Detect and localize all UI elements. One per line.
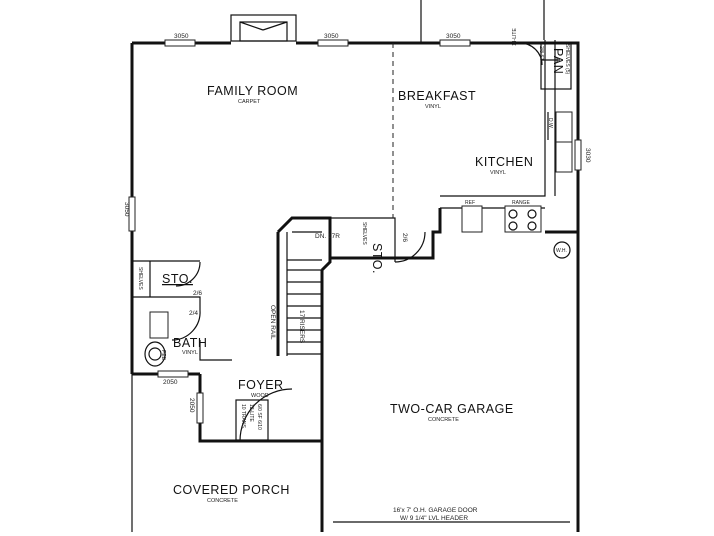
bath-label: BATH [173,336,207,350]
foyer-label: FOYER [238,378,284,392]
doors [171,42,543,442]
windows [128,39,582,424]
family-room-material: CARPET [238,99,261,105]
bath-material: VINYL [182,350,198,356]
pantry-label: PAN [551,48,565,74]
dim-label-28: 2/8 ST [538,46,544,61]
window-label-top-2: 3050 [324,33,339,40]
risers-label: 17 RISERS [298,310,305,344]
door-label-foyer: 2050 [188,398,195,413]
door-label-2: 12-LITE [248,404,254,422]
interior-walls [132,40,573,361]
exterior-walls [130,0,580,532]
window-label-top-3: 3050 [446,33,461,40]
shelves-label-sto-1: SHELVES [137,267,143,290]
ref-label: REF [465,200,475,206]
window-label-top-1: 3050 [174,33,189,40]
door-label-bath: 2/4 [189,310,198,317]
family-room-label: FAMILY ROOM [207,84,298,98]
sink-label: PED [160,350,166,361]
door-label-3: 6/0 SF 6/10 [256,404,262,430]
kitchen-label: KITCHEN [475,155,533,169]
water-heater-label: W.H. [556,248,567,254]
window-label-left: 3050 [123,202,130,217]
garage-header-label: W/ 9 1/4" LVL HEADER [400,515,468,522]
door-label-sto-2: 2/6 [401,233,408,242]
kitchen-material: VINYL [490,170,506,176]
porch-label: COVERED PORCH [173,483,290,497]
window-label-bath: 2050 [163,379,178,386]
stair-down-label: DN. 17R [315,233,340,240]
storage-label-2: STO. [370,243,384,274]
open-rail-label: OPEN RAIL [269,305,276,340]
shelves-label-sto-2: SHELVES [361,222,367,245]
range-label: RANGE [512,200,530,206]
foyer-material: WOOD [251,393,269,399]
dw-label: D.W. [547,118,553,129]
porch-material: CONCRETE [207,498,238,504]
window-label-right: 3030 [584,148,591,163]
bath-fixtures [144,311,169,367]
garage-material: CONCRETE [428,417,459,423]
door-label-sto-1: 2/6 [193,290,202,297]
garage-door-label: 16'x 7' O.H. GARAGE DOOR [393,507,478,514]
breakfast-material: VINYL [425,104,441,110]
storage-label-1: STO. [162,272,193,286]
garage-label: TWO-CAR GARAGE [390,402,514,416]
lite-label: 14-LITE [512,28,518,46]
shelves-label-pantry: SHELVES (5) [564,44,570,75]
fireplace [230,14,297,42]
door-label-1: 10 TRANS. [240,404,246,429]
breakfast-label: BREAKFAST [398,89,476,103]
